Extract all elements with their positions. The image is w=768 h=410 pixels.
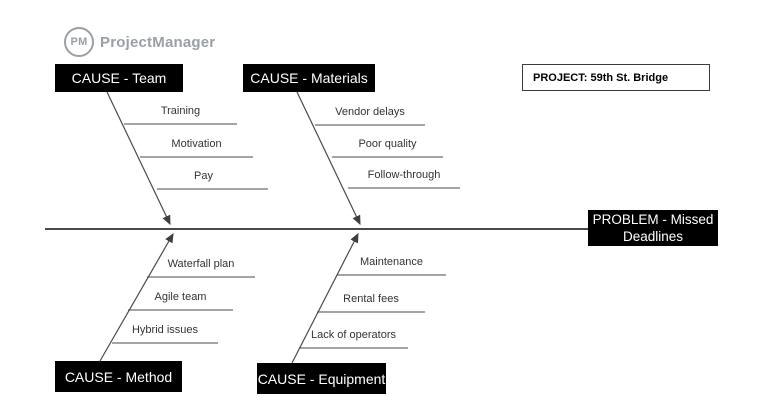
cause-item-waterfall-plan: Waterfall plan [167, 258, 235, 270]
project-title-box: PROJECT: 59th St. Bridge [522, 64, 710, 91]
cause-item-rental-fees: Rental fees [343, 293, 399, 305]
cause-item-hybrid-issues: Hybrid issues [131, 324, 199, 336]
problem-box: PROBLEM - Missed Deadlines [588, 210, 718, 246]
logo-monogram: PM [70, 36, 88, 48]
cause-box-equipment: CAUSE - Equipment [257, 363, 386, 394]
cause-box-team: CAUSE - Team [55, 64, 183, 92]
method-branch-line [99, 232, 174, 362]
cause-item-vendor-delays: Vendor delays [335, 106, 405, 118]
cause-item-maintenance: Maintenance [360, 256, 423, 268]
cause-item-motivation: Motivation [171, 138, 222, 150]
projectmanager-logo: PM ProjectManager [64, 27, 215, 57]
cause-box-method: CAUSE - Method [55, 361, 182, 392]
logo-wordmark: ProjectManager [100, 33, 216, 51]
problem-line-2: Deadlines [622, 229, 684, 244]
cause-item-training: Training [160, 105, 201, 117]
pm-logo-icon: PM [64, 27, 94, 57]
problem-line-1: PROBLEM - Missed [592, 212, 714, 227]
cause-item-poor-quality: Poor quality [358, 138, 417, 150]
cause-item-pay: Pay [194, 170, 213, 182]
materials-branch-line [296, 91, 361, 226]
equipment-branch-line [291, 232, 359, 364]
project-title: PROJECT: 59th St. Bridge [533, 71, 669, 84]
cause-item-lack-of-operators: Lack of operators [311, 329, 396, 341]
cause-item-agile-team: Agile team [154, 291, 207, 303]
cause-item-follow-through: Follow-through [367, 169, 441, 181]
team-branch-line [106, 91, 171, 226]
cause-box-materials: CAUSE - Materials [243, 64, 375, 92]
